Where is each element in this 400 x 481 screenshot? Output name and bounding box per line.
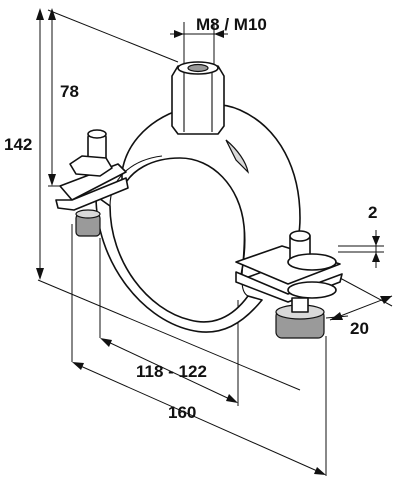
pipe-diameter-label: 118 - 122	[136, 362, 207, 381]
left-flange	[55, 129, 129, 237]
total-length-label: 160	[168, 403, 196, 422]
dimension-lines	[36, 8, 393, 475]
total-height-label: 142	[4, 135, 32, 154]
hex-socket	[171, 61, 225, 135]
clamp-ring	[95, 103, 301, 333]
band-width-label: 20	[350, 319, 369, 338]
thread-size-label: M8 / M10	[196, 15, 267, 34]
thickness-label: 2	[368, 203, 377, 222]
right-flange	[235, 230, 343, 339]
center-height-label: 78	[60, 82, 79, 101]
